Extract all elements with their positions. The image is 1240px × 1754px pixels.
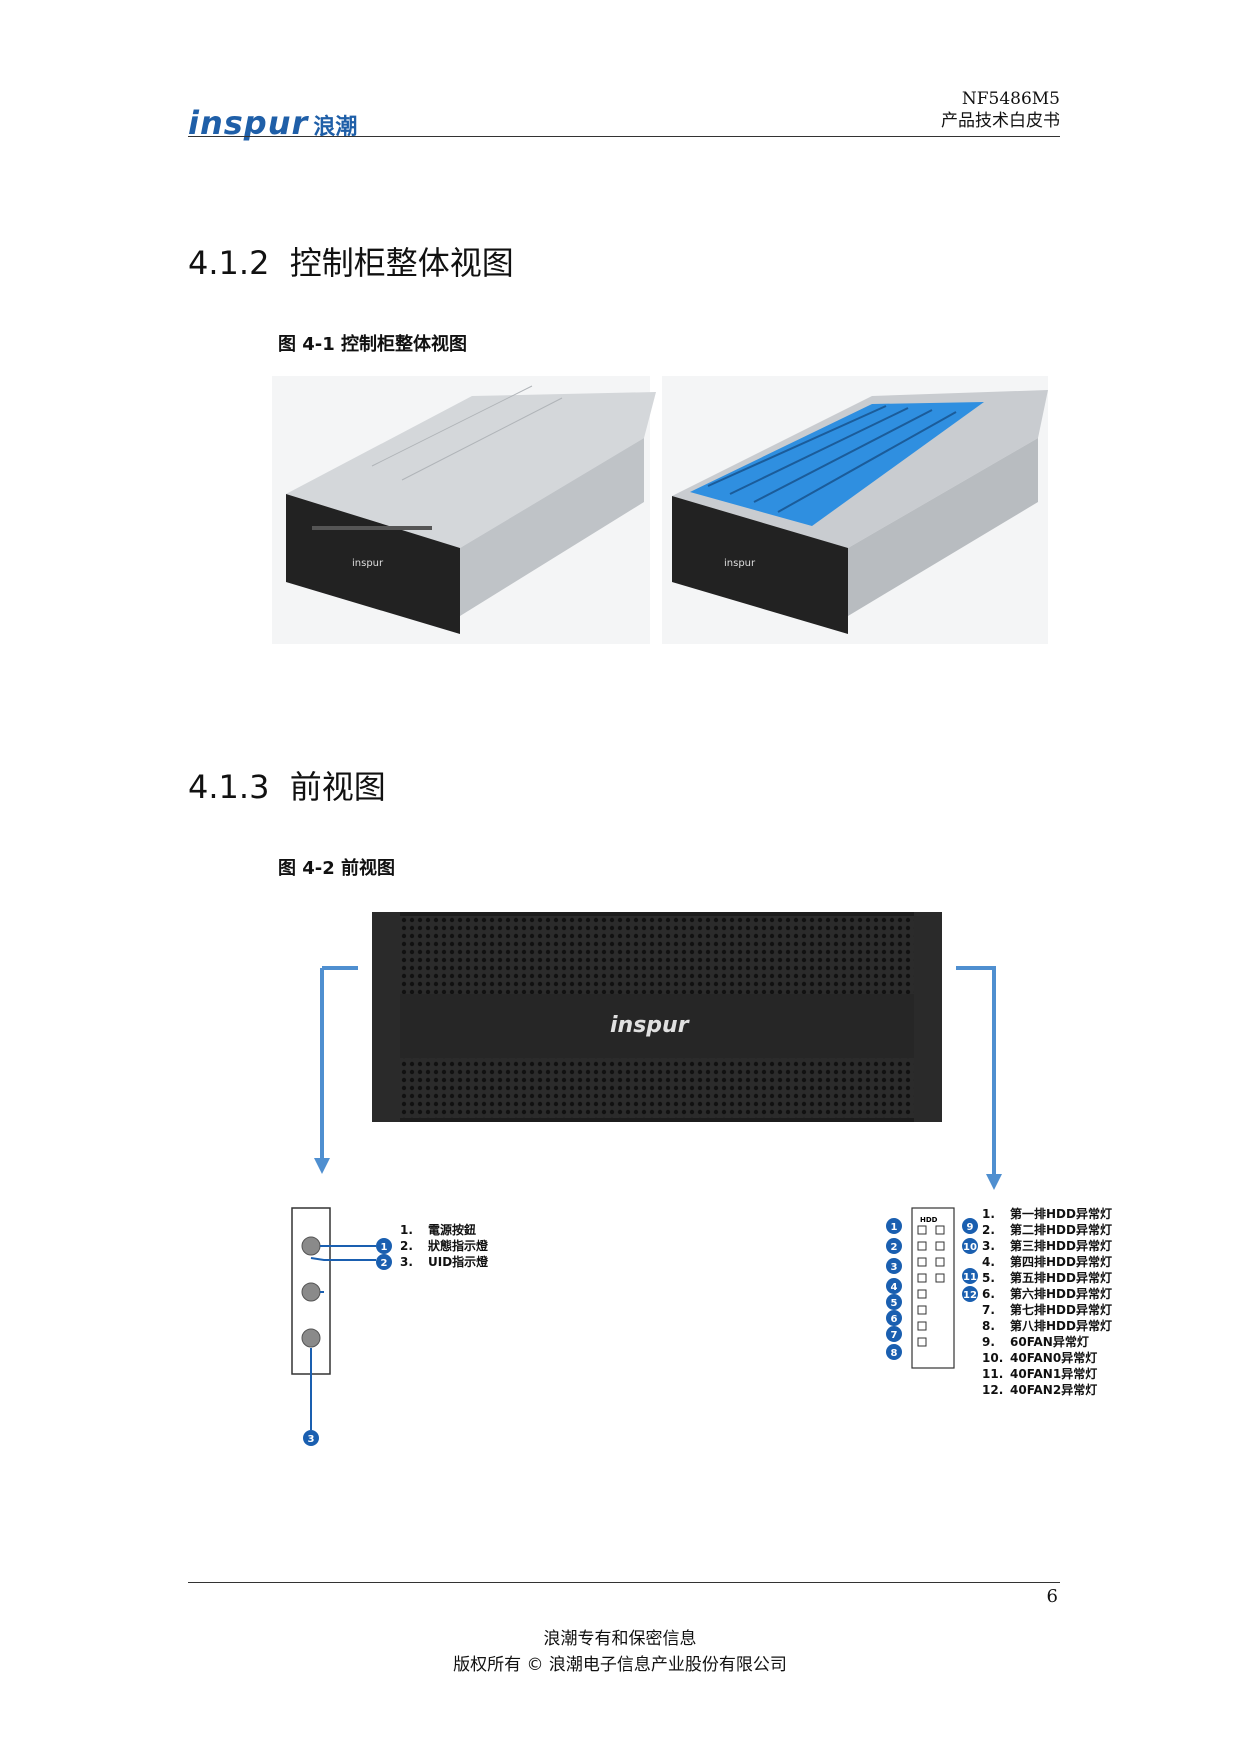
right-legend-item: 12.40FAN2异常灯	[982, 1383, 1098, 1397]
left-callout-3: 3	[303, 1430, 319, 1446]
left-legend: 1.電源按鈕 2.狀態指示燈 3.UID指示燈	[400, 1222, 488, 1270]
chassis-closed-image: inspur	[272, 376, 656, 644]
chassis-open-image: inspur	[662, 376, 1048, 644]
hdd-led-column	[917, 1225, 927, 1347]
figure-caption-4-1: 图 4-1 控制柜整体视图	[278, 334, 468, 355]
right-arrow-head	[986, 1174, 1002, 1190]
right-legend-item: 10.40FAN0异常灯	[982, 1351, 1098, 1365]
left-legend-item: 1.電源按鈕	[400, 1223, 477, 1237]
front-brand: inspur	[610, 1013, 690, 1038]
left-legend-item: 3.UID指示燈	[400, 1255, 489, 1269]
right-legend-item: 3.第三排HDD异常灯	[982, 1239, 1112, 1253]
right-legend-item: 5.第五排HDD异常灯	[982, 1271, 1112, 1285]
header-doc-info: NF5486M5 产品技术白皮书	[941, 88, 1060, 132]
hdd-panel-label: HDD	[920, 1216, 938, 1224]
front-view-figure: inspur 1 2 3 HDD	[291, 912, 1002, 1446]
right-legend-item: 8.第八排HDD异常灯	[982, 1319, 1112, 1333]
power-button-icon	[301, 1236, 321, 1256]
right-legend-item: 7.第七排HDD异常灯	[982, 1303, 1112, 1317]
status-led-icon	[301, 1282, 321, 1302]
right-legend-item: 2.第二排HDD异常灯	[982, 1223, 1112, 1237]
svg-text:3: 3	[308, 1434, 315, 1445]
footer-copyright: 版权所有 © 浪潮电子信息产业股份有限公司	[453, 1655, 787, 1675]
fan-led-column	[935, 1225, 945, 1283]
right-arrow	[956, 966, 996, 1176]
inspur-logo: inspur 浪潮	[188, 104, 378, 142]
page-number: 6	[1046, 1586, 1058, 1607]
doc-type: 产品技术白皮书	[941, 111, 1060, 131]
chassis-overview-figure: inspur inspur	[272, 376, 1048, 644]
left-callout-2: 2	[376, 1254, 392, 1270]
right-legend-item: 6.第六排HDD异常灯	[982, 1287, 1112, 1301]
hdd-indicator-panel	[911, 1207, 955, 1369]
svg-text:1: 1	[381, 1242, 388, 1253]
header-rule	[188, 136, 1060, 137]
left-legend-item: 2.狀態指示燈	[400, 1239, 489, 1253]
right-legend-item: 4.第四排HDD异常灯	[982, 1255, 1112, 1269]
svg-text:inspur: inspur	[352, 558, 384, 569]
section-heading-412: 4.1.2 控制柜整体视图	[188, 244, 514, 282]
left-arrow-head	[314, 1158, 330, 1174]
svg-text:inspur: inspur	[724, 558, 756, 569]
logo-word: inspur	[188, 104, 309, 142]
section-heading-413: 4.1.3 前视图	[188, 768, 386, 806]
figure-caption-4-2: 图 4-2 前视图	[278, 858, 396, 879]
uid-led-icon	[301, 1328, 321, 1348]
footer-confidential: 浪潮专有和保密信息	[543, 1629, 697, 1649]
chassis-front-image	[372, 912, 942, 1122]
left-callout-1: 1	[376, 1238, 392, 1254]
right-legend-item: 1.第一排HDD异常灯	[982, 1207, 1112, 1221]
footer-rule	[188, 1582, 1060, 1583]
logo-cn: 浪潮	[313, 115, 358, 140]
right-legend-item: 11.40FAN1异常灯	[982, 1367, 1098, 1381]
right-legend-item: 9.60FAN异常灯	[982, 1335, 1089, 1349]
right-legend: 1.第一排HDD异常灯 2.第二排HDD异常灯 3.第三排HDD异常灯 4.第四…	[982, 1206, 1112, 1398]
svg-text:2: 2	[381, 1258, 388, 1269]
doc-model: NF5486M5	[961, 89, 1060, 109]
